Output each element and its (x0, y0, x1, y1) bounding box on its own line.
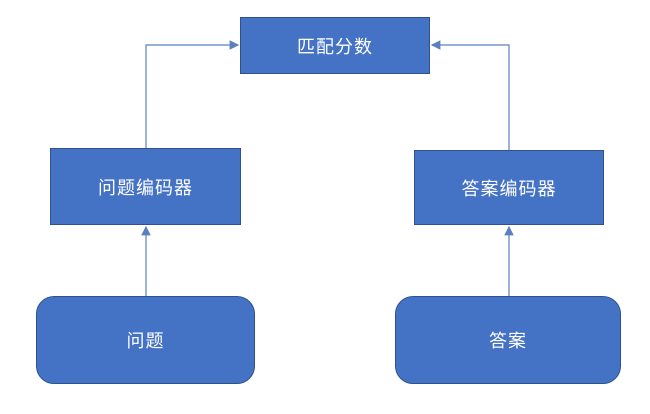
answer-encoder-node: 答案编码器 (414, 150, 604, 225)
question-encoder-node: 问题编码器 (50, 148, 241, 225)
match-score-label: 匹配分数 (297, 36, 373, 58)
arrow-answer-encoder-to-score (430, 40, 510, 150)
question-node: 问题 (36, 296, 255, 384)
answer-label: 答案 (489, 331, 527, 352)
arrow-question-encoder-to-score (145, 40, 240, 148)
match-score-node: 匹配分数 (240, 17, 430, 74)
answer-encoder-label: 答案编码器 (461, 178, 557, 200)
question-label: 问题 (126, 331, 165, 352)
question-encoder-label: 问题编码器 (98, 177, 193, 199)
answer-node: 答案 (395, 296, 621, 384)
